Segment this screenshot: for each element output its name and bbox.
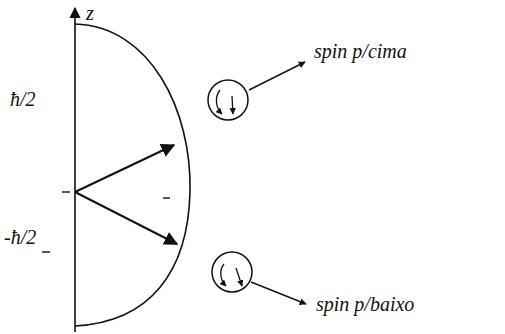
value-label: ħ/2 [10,88,36,110]
spin-curl [221,264,226,286]
value-label: -ħ/2 [4,226,36,248]
spin-arrow [236,268,242,286]
spin-up-vector [75,145,174,192]
tick [163,197,170,198]
tick [42,251,50,252]
spin-label: spin p/baixo [316,293,414,315]
particle-circle [208,80,248,120]
cone-arc [75,24,190,326]
leader-line [251,282,306,304]
spin-down-vector [75,192,177,244]
particle-circle [212,252,252,292]
spin-arrow [232,96,233,114]
leader-line [249,62,305,90]
spin-label: spin p/cima [314,40,407,62]
tick [62,191,70,192]
z-axis [74,8,76,332]
spin-curl [216,90,222,114]
axis-label: z [86,2,94,24]
